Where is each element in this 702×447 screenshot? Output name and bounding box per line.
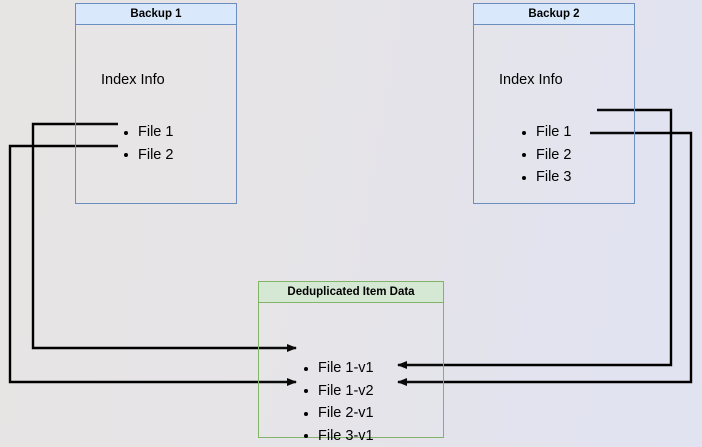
dedup-body: File 1-v1 File 1-v2 File 2-v1 File 3-v1 [258, 303, 444, 438]
list-item: File 1 [519, 121, 571, 144]
node-deduplicated-item-data[interactable]: Deduplicated Item Data File 1-v1 File 1-… [258, 281, 444, 438]
dedup-file-list: File 1-v1 File 1-v2 File 2-v1 File 3-v1 [301, 357, 374, 447]
backup2-file-list: File 1 File 2 File 3 [519, 121, 571, 189]
list-item: File 3 [519, 166, 571, 189]
dedup-title: Deduplicated Item Data [258, 281, 444, 303]
list-item: File 2 [121, 144, 173, 167]
node-backup2[interactable]: Backup 2 Index Info File 1 File 2 File 3 [473, 3, 635, 204]
list-item: File 1-v2 [301, 380, 374, 403]
backup1-title: Backup 1 [75, 3, 237, 25]
node-backup1[interactable]: Backup 1 Index Info File 1 File 2 [75, 3, 237, 204]
list-item: File 1-v1 [301, 357, 374, 380]
backup2-title: Backup 2 [473, 3, 635, 25]
backup2-section-label: Index Info [499, 72, 563, 88]
backup1-body: Index Info File 1 File 2 [75, 25, 237, 204]
backup1-section-label: Index Info [101, 72, 165, 88]
backup1-file-list: File 1 File 2 [121, 121, 173, 166]
backup2-body: Index Info File 1 File 2 File 3 [473, 25, 635, 204]
list-item: File 3-v1 [301, 425, 374, 447]
list-item: File 2-v1 [301, 402, 374, 425]
list-item: File 1 [121, 121, 173, 144]
list-item: File 2 [519, 144, 571, 167]
